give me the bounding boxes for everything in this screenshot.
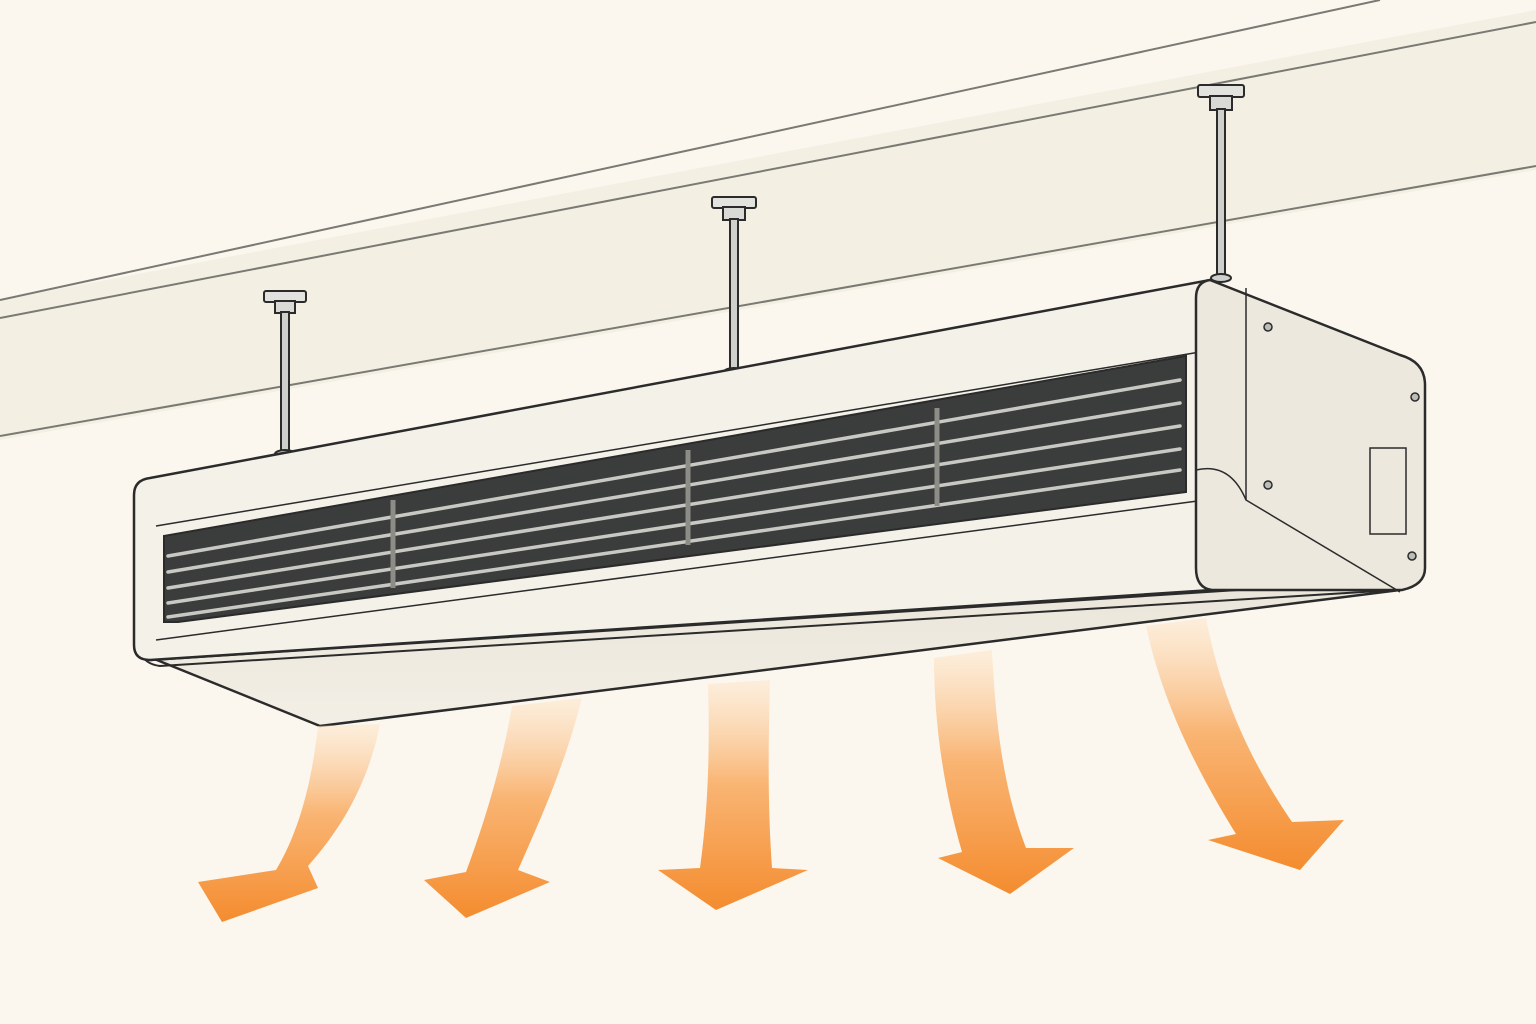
airflow-arrow-2 <box>424 698 582 918</box>
ceiling-beam <box>0 0 1536 440</box>
airflow-arrow-1 <box>198 724 380 922</box>
airflow-arrow-5 <box>1146 618 1344 870</box>
hanger-rod-right <box>1197 84 1245 283</box>
airflow-arrow-4 <box>934 650 1074 894</box>
grille-louvers <box>166 378 1182 619</box>
panel-screws <box>1263 322 1420 561</box>
unit-end-cap <box>1194 278 1427 592</box>
airflow-arrow-3 <box>658 680 808 910</box>
airflow-arrows <box>198 618 1344 922</box>
air-curtain-unit <box>132 278 1427 728</box>
access-panel <box>1369 447 1407 535</box>
grille-dividers <box>390 408 940 588</box>
intake-grille <box>163 354 1187 623</box>
